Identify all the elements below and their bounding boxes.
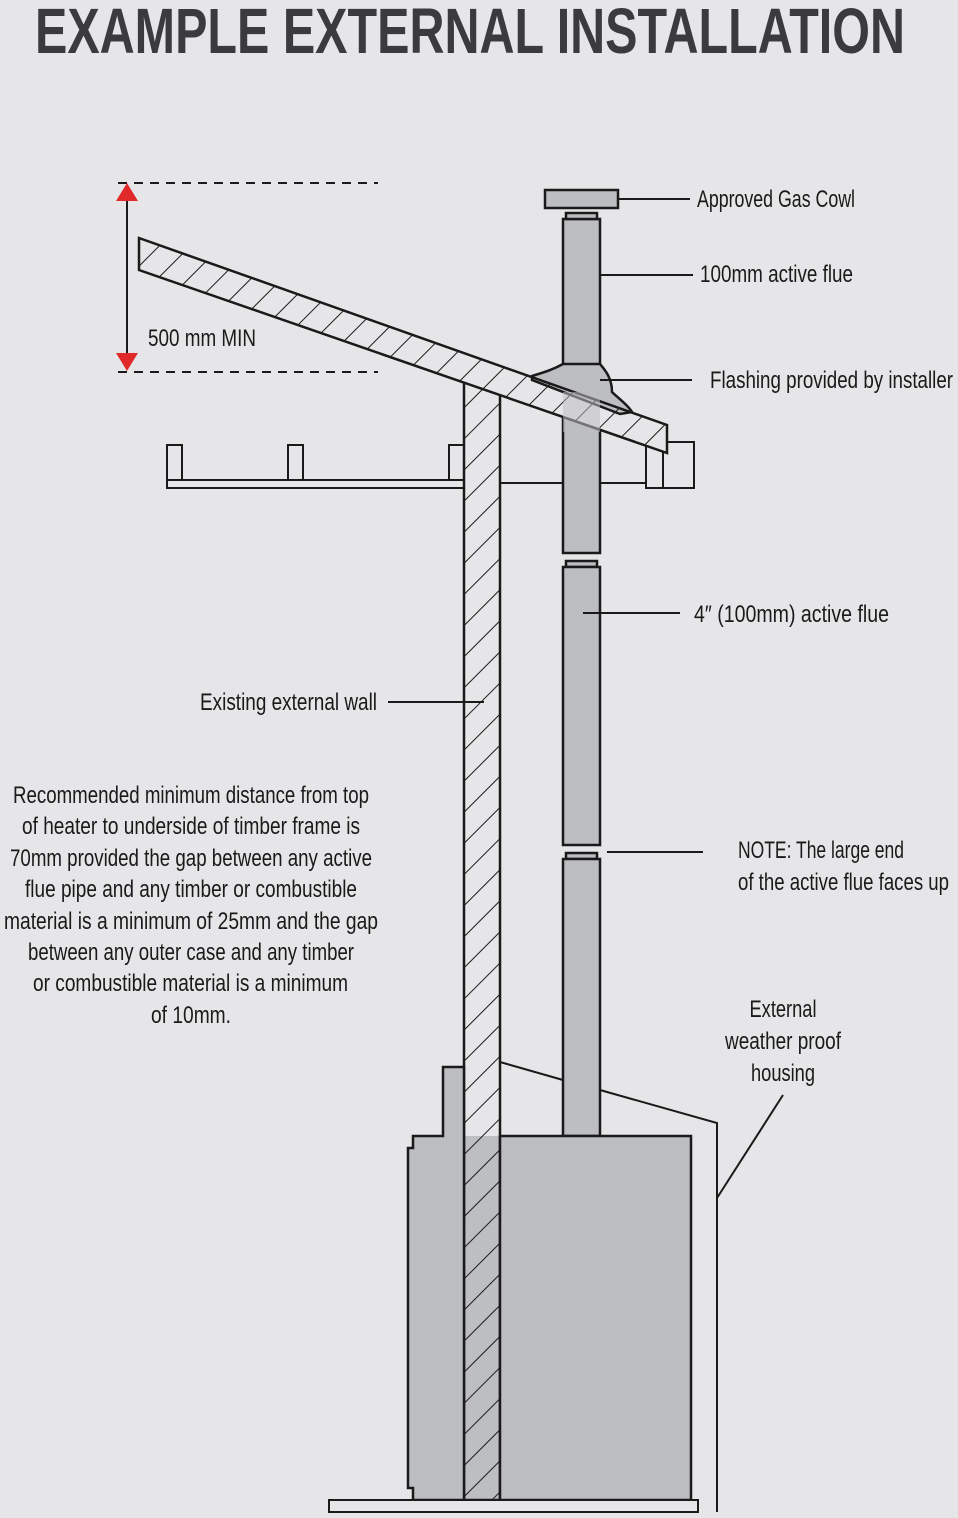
external-wall [462, 378, 502, 1502]
flashing [530, 362, 634, 416]
recommendation-line: of 10mm. [151, 1002, 231, 1029]
recommendation-line: material is a minimum of 25mm and the ga… [4, 908, 378, 935]
dimension-500mm: 500 mm MIN [116, 182, 378, 373]
label-note-line: NOTE: The large end [738, 837, 904, 864]
ceiling-joists [166, 441, 695, 489]
heater [328, 1065, 699, 1513]
flue-pipe [561, 217, 602, 1138]
cowl-connector [564, 211, 599, 221]
label-flashing: Flashing provided by installer [710, 367, 953, 394]
label-housing-line: weather proof [724, 1028, 841, 1055]
label-housing-line: External [750, 996, 817, 1023]
gas-cowl [543, 188, 620, 210]
recommendation-text: Recommended minimum distance from top of… [4, 782, 378, 1029]
recommendation-line: between any outer case and any timber [28, 939, 354, 966]
roof [137, 236, 669, 455]
leader-lines [388, 198, 784, 1199]
arrow-down-icon [116, 353, 138, 371]
label-cowl: Approved Gas Cowl [697, 186, 855, 213]
recommendation-line: 70mm provided the gap between any active [10, 845, 372, 872]
recommendation-line: of heater to underside of timber frame i… [22, 813, 360, 840]
recommendation-line: Recommended minimum distance from top [13, 782, 369, 809]
label-flue-mid: 4″ (100mm) active flue [694, 601, 889, 628]
label-flue-top: 100mm active flue [700, 261, 853, 288]
label-wall: Existing external wall [200, 689, 377, 716]
dimension-label: 500 mm MIN [148, 325, 256, 352]
label-note-line: of the active flue faces up [738, 869, 949, 896]
recommendation-line: flue pipe and any timber or combustible [25, 876, 357, 903]
arrow-up-icon [116, 183, 138, 201]
recommendation-line: or combustible material is a minimum [33, 970, 348, 997]
housing-outline [499, 1061, 564, 1081]
page-title: EXAMPLE EXTERNAL INSTALLATION [35, 0, 905, 67]
label-housing-line: housing [751, 1060, 815, 1087]
